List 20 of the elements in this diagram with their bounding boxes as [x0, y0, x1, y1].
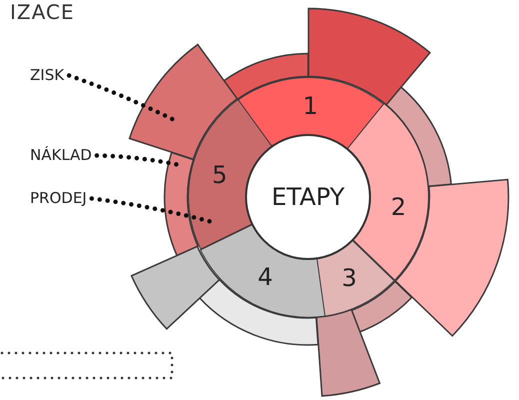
segment-number: 5	[212, 162, 228, 187]
wedge-bar	[128, 44, 238, 160]
wedge-bar	[316, 309, 380, 398]
callout-label: NÁKLAD	[30, 148, 92, 163]
callout-label: ZISK	[30, 68, 64, 83]
ring-segment	[188, 99, 272, 250]
outer-band-segment	[163, 152, 198, 256]
segment-number: 3	[342, 266, 357, 290]
ring-segment	[316, 240, 395, 316]
wedge-bar	[130, 245, 220, 330]
segment-number: 4	[258, 265, 273, 290]
callout-label: PRODEJ	[30, 191, 87, 206]
ring-segment	[236, 76, 384, 150]
segment-number: 1	[302, 94, 318, 118]
outer-band-segment	[385, 86, 452, 188]
title: IZACE	[10, 0, 75, 24]
center-label: ETAPY	[272, 185, 344, 209]
wedge-bar	[394, 178, 509, 337]
ring-segment	[200, 224, 326, 318]
segment-number: 2	[390, 194, 406, 218]
